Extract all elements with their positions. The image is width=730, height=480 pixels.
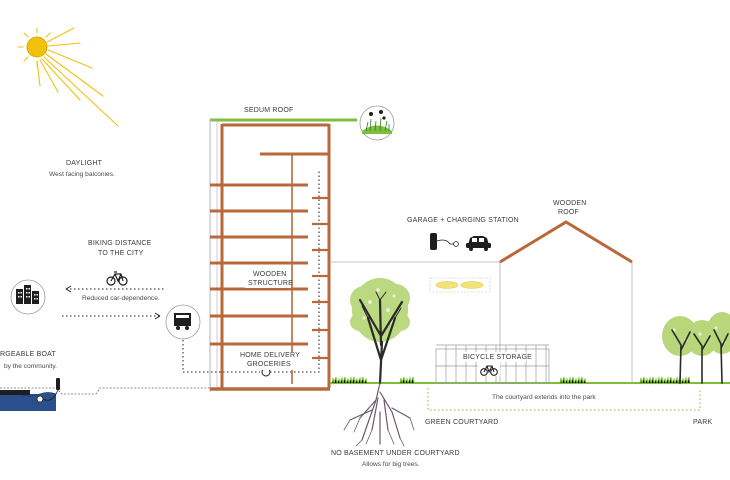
bike-arrow (65, 285, 166, 293)
delivery-lift-line (270, 170, 320, 373)
courtyard-extends-label: The courtyard extends into the park (492, 394, 596, 401)
bicycle-storage-label: BICYCLE STORAGE (463, 354, 532, 361)
wooden-structure-line2: STRUCTURE (248, 280, 293, 287)
home-delivery-line2: GROCERIES (247, 361, 291, 368)
wooden-roof-line1: WOODEN (553, 200, 586, 207)
skylights (429, 277, 491, 293)
apartment-building (209, 119, 331, 392)
home-delivery-line1: HOME DELIVERY (240, 352, 300, 359)
wooden-roof-line2: ROOF (558, 209, 579, 216)
boat-icon (0, 378, 60, 411)
truck-icon (165, 304, 201, 340)
delivery-arrow (62, 312, 161, 320)
daylight-title: DAYLIGHT (66, 160, 103, 167)
delivery-route (182, 340, 260, 373)
daylight-subtitle: West facing balconies. (49, 171, 115, 178)
car-icon (466, 236, 491, 251)
tree-icon (343, 278, 415, 447)
courtyard-park-line (427, 388, 701, 411)
biking-distance-line1: BIKING DISTANCE (88, 240, 152, 247)
garage-label: GARAGE + CHARGING STATION (407, 217, 519, 224)
city-icon (10, 279, 46, 315)
no-basement-label: NO BASEMENT UNDER COURTYARD (331, 450, 460, 457)
biking-distance-line2: TO THE CITY (98, 250, 144, 257)
boat-label-line1: RGEABLE BOAT (0, 351, 56, 358)
charger-icon (430, 233, 459, 250)
park-trees (662, 312, 730, 384)
green-courtyard-label: GREEN COURTYARD (425, 419, 499, 426)
canal-edge (0, 387, 210, 395)
sun-icon (17, 27, 119, 127)
sedum-roof-label: SEDUM ROOF (244, 107, 293, 114)
bicycle-storage-icon (478, 362, 500, 376)
park-label: PARK (693, 419, 712, 426)
sedum-icon (359, 105, 395, 141)
big-trees-label: Allows for big trees. (362, 461, 420, 468)
wooden-roof (499, 220, 633, 264)
wooden-structure-line1: WOODEN (253, 271, 286, 278)
grass-tufts (331, 376, 691, 385)
reduced-car-label: Reduced car-dependence. (82, 295, 160, 302)
boat-label-line2: by the community. (4, 363, 57, 370)
bicycle-icon (106, 271, 128, 286)
